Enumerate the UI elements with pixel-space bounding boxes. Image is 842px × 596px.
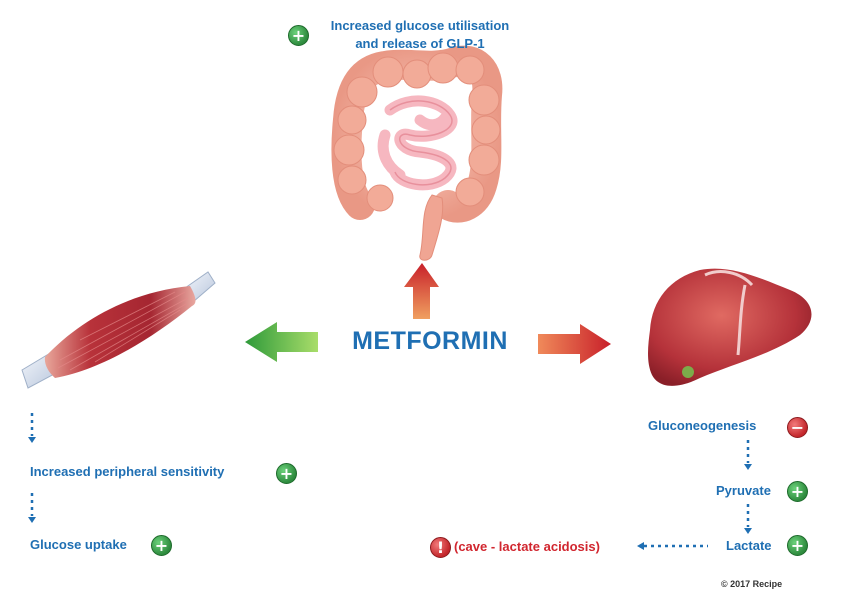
liver-dotted-arrow-2 (744, 504, 752, 534)
glucose-uptake-label: Glucose uptake (30, 537, 127, 552)
plus-icon: + (276, 463, 297, 484)
pyruvate-label: Pyruvate (716, 483, 771, 498)
lactate-to-acidosis-arrow (637, 542, 708, 550)
increased-peripheral-sensitivity-label: Increased peripheral sensitivity (30, 464, 225, 479)
plus-icon: + (787, 535, 808, 556)
liver-illustration (648, 268, 812, 386)
muscle-illustration (21, 271, 216, 389)
intestine-illustration (331, 45, 503, 261)
arrow-to-muscle (245, 322, 318, 362)
liver-dotted-arrow-1 (744, 440, 752, 470)
plus-icon: + (787, 481, 808, 502)
arrow-to-intestine (404, 263, 439, 319)
lactate-acidosis-warning: (cave - lactate acidosis) (454, 539, 600, 554)
intestine-effect-line-2: and release of GLP-1 (355, 36, 485, 51)
intestine-effect-line-1: Increased glucose utilisation (330, 18, 510, 33)
lactate-label: Lactate (726, 538, 772, 553)
gluconeogenesis-label: Gluconeogenesis (648, 418, 757, 433)
exclamation-icon: ! (430, 537, 451, 558)
plus-icon: + (151, 535, 172, 556)
metformin-title: METFORMIN (352, 327, 508, 355)
muscle-dotted-arrow-2 (28, 493, 36, 523)
muscle-dotted-arrow-1 (28, 413, 36, 443)
minus-icon: − (787, 417, 808, 438)
plus-icon: + (288, 25, 309, 46)
intestine-effect-text: Increased glucose utilisation and releas… (310, 17, 530, 53)
arrow-to-liver (538, 324, 611, 364)
copyright-notice: © 2017 Recipe (721, 579, 783, 589)
